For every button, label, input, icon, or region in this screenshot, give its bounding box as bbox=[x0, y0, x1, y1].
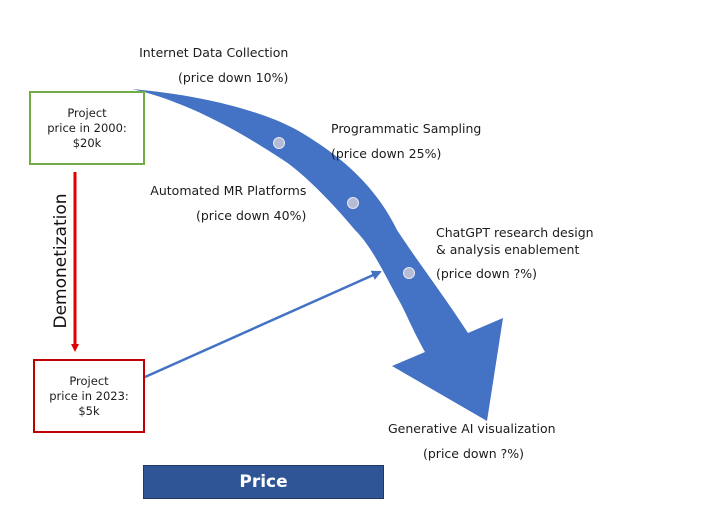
connector-arrow bbox=[144, 270, 382, 379]
stage-change: (price down 10%) bbox=[178, 70, 289, 85]
stage-automated-mr-platforms: Automated MR Platforms (price down 40%) bbox=[144, 182, 306, 224]
price-axis-label: Price bbox=[239, 472, 288, 492]
end-price-box: Project price in 2023: $5k bbox=[33, 359, 145, 433]
end-box-line3: $5k bbox=[78, 403, 100, 418]
stage-generative-ai-visualization: Generative AI visualization (price down … bbox=[388, 420, 556, 462]
stage-title: Generative AI visualization bbox=[388, 421, 556, 436]
demonetization-label: Demonetization bbox=[46, 186, 76, 336]
stage-chatgpt-research: ChatGPT research design & analysis enabl… bbox=[436, 224, 594, 282]
start-box-line2: price in 2000: bbox=[47, 120, 127, 135]
start-box-line1: Project bbox=[67, 105, 107, 120]
stage-title-line2: & analysis enablement bbox=[436, 242, 580, 257]
milestone-dot-2 bbox=[347, 197, 359, 209]
stage-programmatic-sampling: Programmatic Sampling (price down 25%) bbox=[331, 120, 481, 162]
price-decline-curved-arrow bbox=[132, 89, 503, 421]
stage-change: (price down ?%) bbox=[436, 266, 538, 281]
stage-title: Internet Data Collection bbox=[139, 45, 289, 60]
stage-change: (price down 40%) bbox=[196, 208, 307, 223]
end-box-line1: Project bbox=[69, 373, 109, 388]
stage-title: Programmatic Sampling bbox=[331, 121, 482, 136]
milestone-dot-1 bbox=[273, 137, 285, 149]
demonetization-text: Demonetization bbox=[51, 193, 71, 329]
end-box-line2: price in 2023: bbox=[49, 388, 129, 403]
stage-internet-data-collection: Internet Data Collection (price down 10%… bbox=[138, 44, 288, 86]
stage-change: (price down 25%) bbox=[331, 146, 442, 161]
milestone-dot-3 bbox=[403, 267, 415, 279]
stage-change: (price down ?%) bbox=[423, 446, 525, 461]
start-price-box: Project price in 2000: $20k bbox=[29, 91, 145, 165]
price-axis-bar: Price bbox=[143, 465, 384, 499]
stage-title: Automated MR Platforms bbox=[150, 183, 307, 198]
stage-title: ChatGPT research design bbox=[436, 225, 594, 240]
start-box-line3: $20k bbox=[72, 135, 102, 150]
